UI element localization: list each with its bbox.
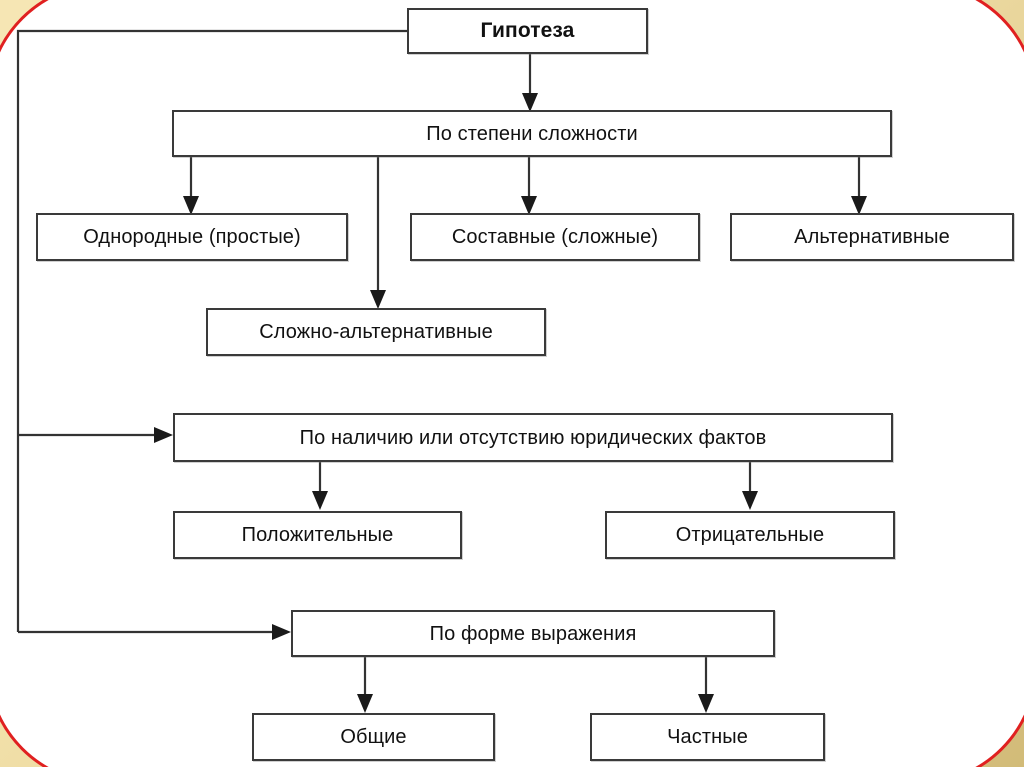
- form-to-particular-arrow: [698, 694, 714, 713]
- node-root-hypothesis[interactable]: Гипотеза: [407, 8, 648, 54]
- node-branch-by-complexity-label: По степени сложности: [426, 122, 638, 145]
- node-branch-by-form-label: По форме выражения: [429, 622, 637, 645]
- node-particular[interactable]: Частные: [590, 713, 825, 761]
- node-root-hypothesis-label: Гипотеза: [480, 19, 575, 43]
- trunk-to-legalfacts-arrow: [154, 427, 173, 443]
- node-branch-by-complexity[interactable]: По степени сложности: [172, 110, 892, 157]
- complexity-to-complex-alt-arrow: [370, 290, 386, 309]
- legalfacts-to-positive-arrow: [312, 491, 328, 510]
- node-homogeneous-simple[interactable]: Однородные (простые): [36, 213, 348, 261]
- legalfacts-to-negative-arrow: [742, 491, 758, 510]
- node-general-label: Общие: [340, 726, 407, 748]
- node-composite-complex[interactable]: Составные (сложные): [410, 213, 700, 261]
- node-particular-label: Частные: [667, 726, 748, 748]
- node-composite-complex-label: Составные (сложные): [451, 226, 659, 248]
- trunk-to-form-arrow: [272, 624, 291, 640]
- form-to-general-arrow: [357, 694, 373, 713]
- node-negative[interactable]: Отрицательные: [605, 511, 895, 559]
- node-branch-by-legal-facts-label: По наличию или отсутствию юридических фа…: [299, 426, 767, 449]
- node-general[interactable]: Общие: [252, 713, 495, 761]
- node-positive[interactable]: Положительные: [173, 511, 462, 559]
- node-branch-by-form[interactable]: По форме выражения: [291, 610, 775, 657]
- node-alternative-label: Альтернативные: [794, 226, 950, 248]
- node-positive-label: Положительные: [241, 524, 394, 546]
- node-complex-alternative-label: Сложно-альтернативные: [259, 321, 493, 343]
- node-alternative[interactable]: Альтернативные: [730, 213, 1014, 261]
- node-complex-alternative[interactable]: Сложно-альтернативные: [206, 308, 546, 356]
- node-homogeneous-simple-label: Однородные (простые): [83, 226, 301, 248]
- node-branch-by-legal-facts[interactable]: По наличию или отсутствию юридических фа…: [173, 413, 893, 462]
- node-negative-label: Отрицательные: [675, 524, 825, 546]
